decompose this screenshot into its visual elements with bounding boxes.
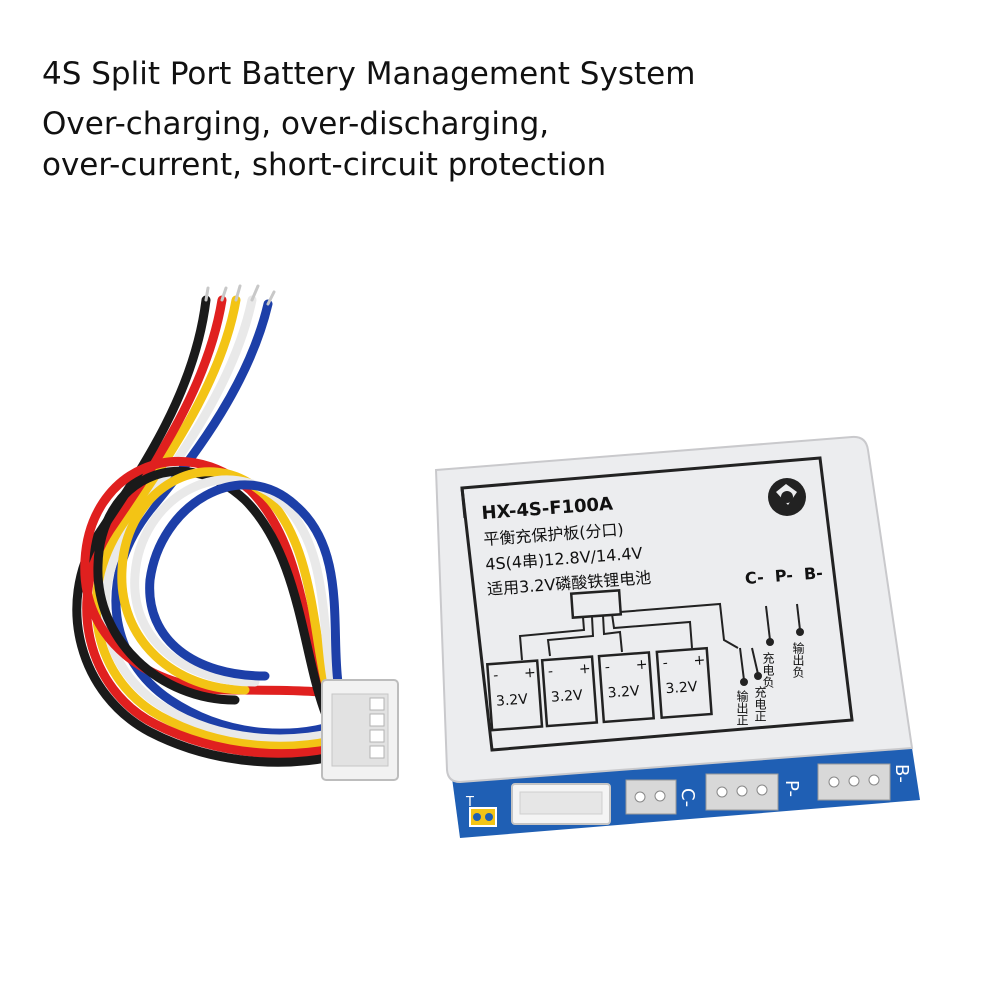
cell-2-voltage: 3.2V xyxy=(550,687,583,705)
cell-2-minus: - xyxy=(547,664,553,680)
cell-3-voltage: 3.2V xyxy=(607,683,640,701)
silk-p-label: P- xyxy=(781,780,802,797)
wire-black xyxy=(72,295,355,767)
note-output-negative: 输出负 xyxy=(791,641,805,678)
pcb-edge: T C- P- xyxy=(465,763,912,827)
wire-harness xyxy=(72,284,355,767)
balance-connector-plug xyxy=(321,679,399,781)
headline-feature-line-2: over-current, short-circuit protection xyxy=(42,147,607,183)
cell-3-minus: - xyxy=(604,659,610,675)
cell-2-plus: + xyxy=(578,661,591,678)
note-output-positive: 输出正 xyxy=(735,689,749,726)
silk-c-label: C- xyxy=(677,788,698,807)
cell-diagram: - + 3.2V - + 3.2V - + 3.2V - + 3.2V xyxy=(485,646,713,732)
note-charge-positive: 充电正 xyxy=(753,685,767,722)
cell-4-voltage: 3.2V xyxy=(665,679,698,697)
wire-tips xyxy=(204,284,276,306)
silk-b-label: B- xyxy=(891,764,912,783)
terminal-p-minus xyxy=(705,773,779,811)
silk-t-label: T xyxy=(465,795,474,810)
label-cover xyxy=(434,435,914,784)
headline-feature-line-1: Over-charging, over-discharging, xyxy=(42,106,550,142)
wire-red xyxy=(82,295,355,759)
headline-title: 4S Split Port Battery Management System xyxy=(42,56,696,92)
cell-4-minus: - xyxy=(662,655,668,671)
cell-3-plus: + xyxy=(635,657,648,674)
cell-1-voltage: 3.2V xyxy=(495,691,528,709)
cell-1-plus: + xyxy=(523,665,536,682)
cell-1-minus: - xyxy=(493,668,499,684)
wire-blue xyxy=(111,299,355,738)
brand-logo-icon xyxy=(768,478,806,516)
terminal-b-minus xyxy=(817,763,891,801)
bms-board: HX-4S-F100A 平衡充保护板(分口) 4S(4串)12.8V/14.4V… xyxy=(434,435,920,838)
cell-4-plus: + xyxy=(693,652,706,669)
note-charge-negative: 充电负 xyxy=(761,651,775,688)
terminal-c-minus xyxy=(625,779,677,815)
